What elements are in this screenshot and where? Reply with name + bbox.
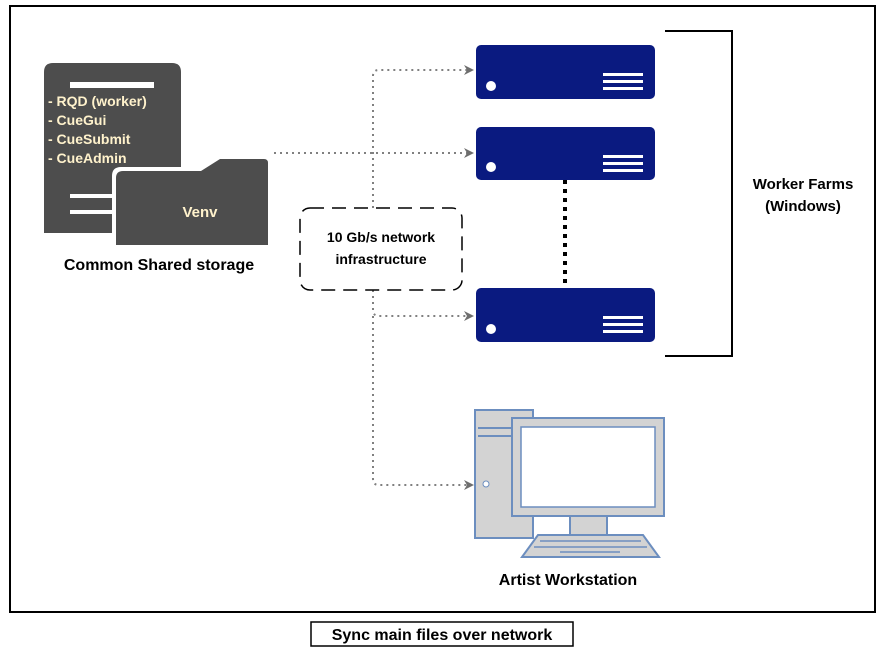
footer-caption: Sync main files over network [332, 627, 553, 644]
worker-farm-bracket [665, 30, 733, 357]
folder-icon [112, 155, 272, 245]
network-connectors [274, 65, 474, 490]
storage-caption: Common Shared storage [64, 257, 254, 274]
shared-storage-group: - RQD (worker) - CueGui - CueSubmit - Cu… [44, 63, 272, 274]
storage-item-cuegui: - CueGui [48, 112, 106, 128]
network-label-line1: 10 Gb/s network [327, 229, 435, 245]
connector-server-3 [372, 290, 474, 321]
connector-workstation [372, 316, 474, 490]
worker-farm-label-line2: (Windows) [765, 198, 841, 215]
folder-label: Venv [182, 204, 218, 221]
network-label-line2: infrastructure [335, 251, 426, 267]
workstation-caption: Artist Workstation [499, 572, 637, 589]
connector-server-1 [372, 65, 474, 208]
server-icon [476, 127, 655, 180]
storage-item-cueadmin: - CueAdmin [48, 150, 127, 166]
server-icon [476, 288, 655, 342]
desktop-computer-icon [474, 409, 665, 558]
footer-caption-box: Sync main files over network [310, 621, 574, 647]
worker-farm-label-line1: Worker Farms [753, 176, 854, 193]
server-icon [476, 45, 655, 99]
network-infrastructure-box: 10 Gb/s network infrastructure [299, 207, 463, 291]
storage-item-cuesubmit: - CueSubmit [48, 131, 131, 147]
storage-item-rqd: - RQD (worker) [48, 93, 147, 109]
